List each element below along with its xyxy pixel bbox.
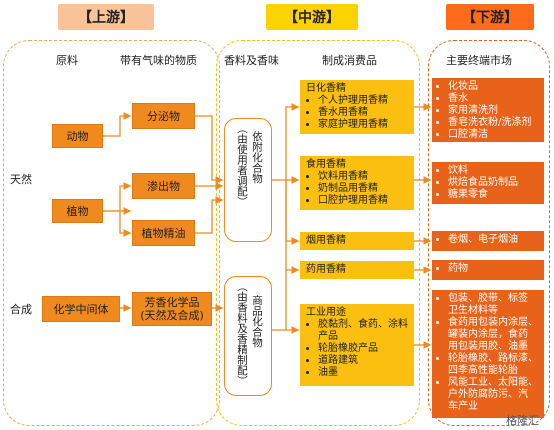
industrial-use-box: 工业用途 胶黏剂、食药、涂料 产品 轮胎橡胶产品 道路建筑 油墨 [300,304,414,386]
daily-flavor-title: 日化香精 [306,83,346,94]
col-consumer-products: 制成消费品 [322,54,377,67]
midstream-header: 【中游】 [266,4,358,30]
col-end-market: 主要终端市场 [446,54,512,67]
market-industrial-cont: 用包装用胶、油墨 [448,341,528,352]
market-industrial-item: 轮胎橡胶、路标漆、 [448,353,539,365]
col-flavor: 香料及香味 [224,54,279,67]
market-daily-item: 家用清洗剂 [448,105,539,117]
food-flavor-item: 奶制品用香精 [318,183,408,195]
market-daily-item: 香水 [448,93,539,105]
industrial-use-item-cont: 产品 [318,331,338,342]
chem-intermediate-box: 化学中间体 [42,296,120,322]
watermark-text: 格隆汇 [506,412,539,428]
industrial-use-title: 工业用途 [306,307,346,318]
commodity-compound-note: （由香料及香精制配） [236,281,248,386]
food-flavor-title: 食用香精 [306,159,346,170]
commodity-compound-box: 商品化合物 （由香料及香精制配） [224,276,272,396]
daily-flavor-item: 香水用香精 [318,107,408,119]
midstream-section [216,40,420,426]
market-industrial-cont: 卫生材料等 [448,305,498,316]
market-food-item: 糖果零食 [448,189,539,201]
market-pharma-box: 药物 [432,260,544,280]
tobacco-flavor-title: 烟用香精 [306,235,346,246]
animal-box: 动物 [52,124,103,148]
pharma-flavor-title: 药用香精 [306,264,346,275]
row-natural: 天然 [10,173,32,186]
industrial-use-item: 道路建筑 [318,355,408,367]
col-raw-material: 原料 [56,54,78,67]
dependent-compound-label: 依附化合物 [251,131,263,184]
market-daily-item: 口腔清洁 [448,129,539,141]
food-flavor-box: 食用香精 饮料用香精 奶制品用香精 口腔护理用香精 [300,156,414,210]
daily-flavor-box: 日化香精 个人护理用香精 香水用香精 家庭护理用香精 [300,80,414,134]
food-flavor-item: 口腔护理用香精 [318,195,408,207]
market-industrial-box: 包装、胶带、标签 卫生材料等 食药用包装内涂层、 罐装内涂层，食药 用包装用胶、… [432,290,544,418]
exudate-box: 渗出物 [132,173,195,199]
upstream-header: 【上游】 [58,4,154,30]
market-tobacco-item: 卷烟、电子烟油 [448,234,539,246]
market-industrial-item: 食药用包装内涂层、 [448,317,539,329]
essential-oil-box: 植物精油 [132,220,195,246]
secretion-box: 分泌物 [132,103,195,129]
industrial-use-item: 油墨 [318,367,408,379]
market-industrial-cont: 罐装内涂层，食药 [448,329,528,340]
aroma-chemicals-line1: 芳香化学品 [144,296,200,309]
daily-flavor-item: 家庭护理用香精 [318,119,408,131]
row-synthetic: 合成 [10,303,32,316]
tobacco-flavor-box: 烟用香精 [300,232,414,250]
market-industrial-cont: 车产业 [448,401,478,412]
dependent-compound-box: 依附化合物 （由使用者调配） [224,118,272,242]
downstream-section [428,40,550,426]
market-food-item: 烘焙食品奶制品 [448,177,539,189]
col-aroma-substance: 带有气味的物质 [120,54,197,67]
market-food-item: 饮料 [448,165,539,177]
market-industrial-item: 风能工业、太阳能、 [448,377,539,389]
market-daily-item: 化妆品 [448,81,539,93]
daily-flavor-item: 个人护理用香精 [318,95,408,107]
market-daily-box: 化妆品 香水 家用清洗剂 香皂洗衣粉/洗涤剂 口腔清洁 [432,78,544,142]
watermark-label: 格隆汇 [506,414,539,427]
market-daily-item: 香皂洗衣粉/洗涤剂 [448,117,539,129]
industrial-use-item: 轮胎橡胶产品 [318,343,408,355]
dependent-compound-note: （由使用者调配） [236,123,248,207]
plant-box: 植物 [52,199,103,223]
market-industrial-item: 包装、胶带、标签 [448,293,539,305]
upstream-section [3,40,220,426]
commodity-compound-label: 商品化合物 [251,295,263,348]
market-food-box: 饮料 烘焙食品奶制品 糖果零食 [432,162,544,204]
market-tobacco-box: 卷烟、电子烟油 [432,231,544,251]
aroma-chemicals-box: 芳香化学品 (天然及合成) [132,292,212,326]
food-flavor-item: 饮料用香精 [318,171,408,183]
market-industrial-cont: 四季高性能轮胎 [448,365,518,376]
pharma-flavor-box: 药用香精 [300,261,414,279]
market-industrial-cont: 户外防腐防污、汽 [448,389,528,400]
market-pharma-item: 药物 [448,263,539,275]
aroma-chemicals-line2: (天然及合成) [140,309,204,322]
downstream-header: 【下游】 [446,4,534,30]
industrial-use-item: 胶黏剂、食药、涂料 [318,319,408,331]
